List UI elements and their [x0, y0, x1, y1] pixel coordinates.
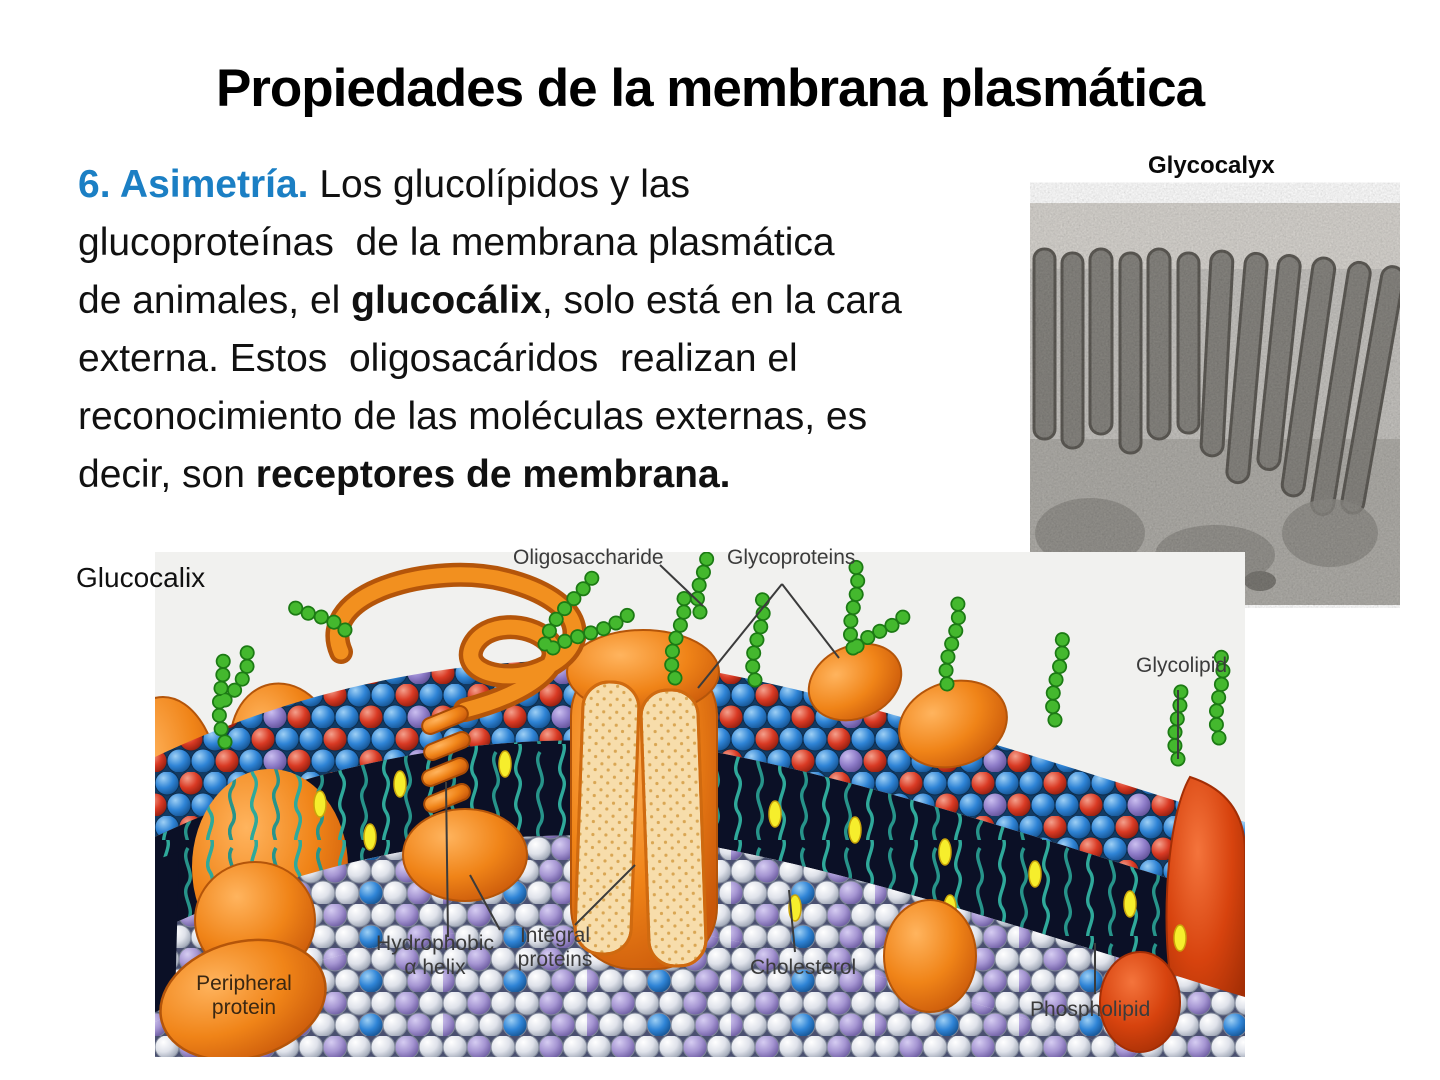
em-texture: [1030, 203, 1405, 605]
paragraph-line: glucoproteínas de la membrana plasmática: [78, 214, 1008, 272]
paragraph-segment: decir, son: [78, 453, 256, 496]
paragraph-segment: de animales, el: [78, 279, 352, 322]
surface-glycoproteins: [807, 642, 1008, 769]
paragraph-segment: 6. Asimetría.: [78, 163, 309, 206]
inner-leaflet-spheres: [155, 835, 1245, 1080]
oligosaccharide-label: Oligosaccharide: [513, 546, 664, 569]
oligosaccharide-chains: [211, 540, 1231, 767]
glycoproteins-label: Glycoproteins: [727, 546, 856, 569]
integral-label-line1: Integral: [519, 924, 591, 947]
paragraph-segment: receptores de membrana.: [255, 453, 731, 496]
label-leader-lines: [445, 564, 1179, 994]
paragraph-segment: externa. Estos oligosacáridos realizan e…: [78, 337, 798, 380]
membrane-diagram: Oligosaccharide Glycoproteins Glycolipid…: [104, 540, 1246, 1080]
glycocalyx-label: Glycocalyx: [1148, 152, 1275, 179]
integral-label-line2: proteins: [517, 948, 593, 971]
paragraph-line: reconocimiento de las moléculas externas…: [78, 388, 1008, 446]
integral-proteins-label: Integral proteins: [500, 924, 610, 972]
phospholipid-label: Phospholipid: [1030, 998, 1151, 1021]
integral-protein-channel: [566, 629, 720, 970]
em-micrograph-image: [1030, 182, 1405, 605]
paragraph-segment: , solo está en la cara: [541, 279, 902, 322]
paragraph-segment: reconocimiento de las moléculas externas…: [78, 395, 868, 438]
paragraph-line: 6. Asimetría. Los glucolípidos y las: [78, 156, 1008, 214]
em-micrograph-figure: Glycocalyx: [1030, 148, 1405, 608]
peripheral-label-line2: protein: [211, 996, 277, 1019]
peripheral-label-line1: Peripheral: [196, 972, 292, 995]
membrane-edge: [155, 852, 179, 1012]
hydrophobic-helix-label: Hydrophobic α helix: [350, 932, 520, 980]
paragraph-line: de animales, el glucocálix, solo está en…: [78, 272, 1008, 330]
peripheral-protein-shape: [159, 938, 327, 1062]
paragraph-segment: Los glucolípidos y las: [308, 163, 691, 206]
paragraph-line: externa. Estos oligosacáridos realizan e…: [78, 330, 1008, 388]
cholesterol-label: Cholesterol: [750, 956, 857, 979]
membrane-diagram-art: [104, 540, 1246, 1080]
hydrophobic-alpha-helix: [402, 705, 528, 902]
paragraph-segment: glucoproteínas de la membrana plasmática: [78, 221, 835, 264]
hydrophobic-label-line1: Hydrophobic: [376, 932, 494, 955]
paragraph-segment: glucocálix: [351, 279, 542, 322]
hydrophobic-label-line2: α helix: [404, 956, 466, 979]
paragraph-line: decir, son receptores de membrana.: [78, 446, 1008, 504]
glucocalix-label: Glucocalix: [76, 562, 206, 593]
page-title: Propiedades de la membrana plasmática: [215, 59, 1205, 118]
body-paragraph: 6. Asimetría. Los glucolípidos y las gluc…: [78, 156, 1008, 504]
glycolipid-label: Glycolipid: [1136, 654, 1228, 677]
peripheral-protein-label: Peripheral protein: [173, 972, 315, 1020]
